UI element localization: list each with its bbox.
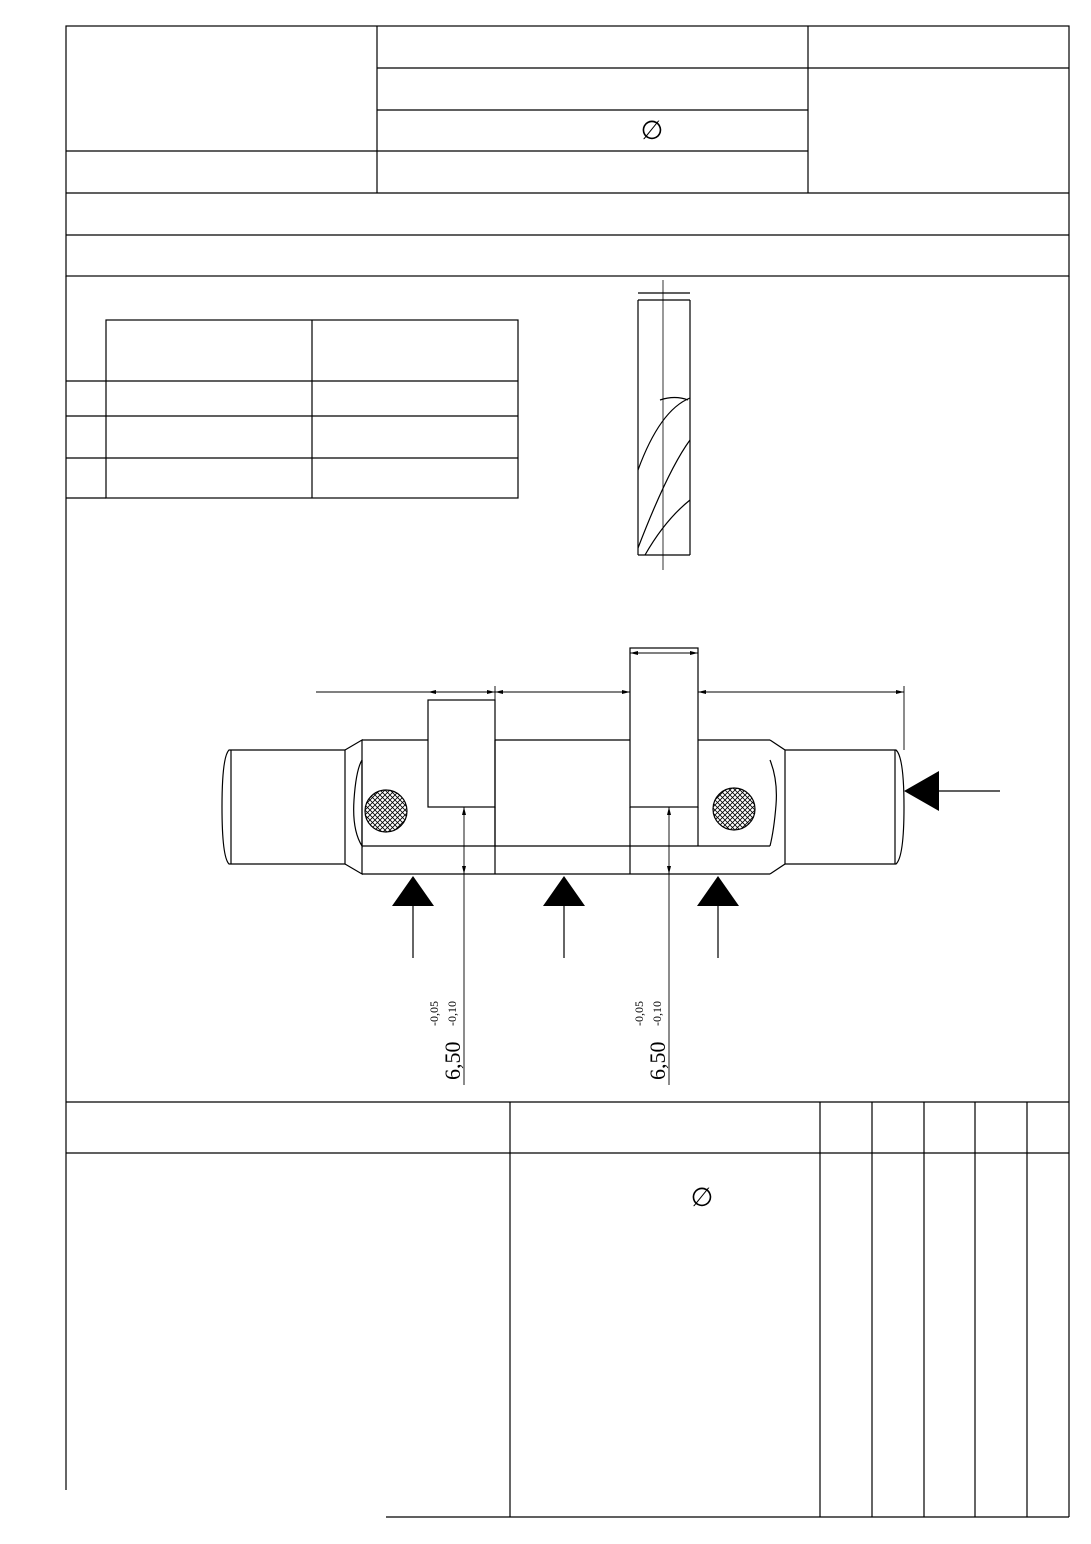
dimension-right-upper-tol: -0,05 bbox=[632, 1001, 646, 1026]
support-triangle-icon bbox=[392, 876, 434, 906]
support-triangle-icon bbox=[543, 876, 585, 906]
support-right bbox=[697, 876, 739, 958]
workpiece bbox=[221, 647, 905, 876]
dimension-lines bbox=[316, 652, 905, 1085]
dimension-right-lower-tol: -0,10 bbox=[650, 1001, 664, 1026]
dimension-left-nominal: 6,50 bbox=[440, 1042, 465, 1081]
header-diameter-symbol: ∅ bbox=[641, 116, 664, 145]
dimension-left-upper-tol: -0,05 bbox=[427, 1001, 441, 1026]
operations-table bbox=[65, 1101, 1070, 1518]
right-hole-section bbox=[712, 787, 756, 831]
support-triangle-icon bbox=[697, 876, 739, 906]
header-block bbox=[65, 25, 1070, 277]
drawing-frame bbox=[65, 276, 1070, 1102]
left-hole-section bbox=[364, 789, 408, 833]
parameter-table bbox=[66, 319, 519, 499]
dimension-left-text: 6,50 -0,05 -0,10 bbox=[427, 1001, 465, 1080]
operations-diameter-symbol: ∅ bbox=[691, 1183, 714, 1212]
drill-bit-icon bbox=[637, 280, 691, 570]
support-middle bbox=[543, 876, 585, 958]
dimension-right-text: 6,50 -0,05 -0,10 bbox=[632, 1001, 670, 1080]
clamp-arrow-icon bbox=[904, 771, 939, 811]
support-left bbox=[392, 876, 434, 958]
dimension-left-lower-tol: -0,10 bbox=[445, 1001, 459, 1026]
dimension-arrowheads bbox=[428, 651, 904, 874]
clamp-right bbox=[904, 771, 1000, 811]
dimension-right-nominal: 6,50 bbox=[645, 1042, 670, 1081]
